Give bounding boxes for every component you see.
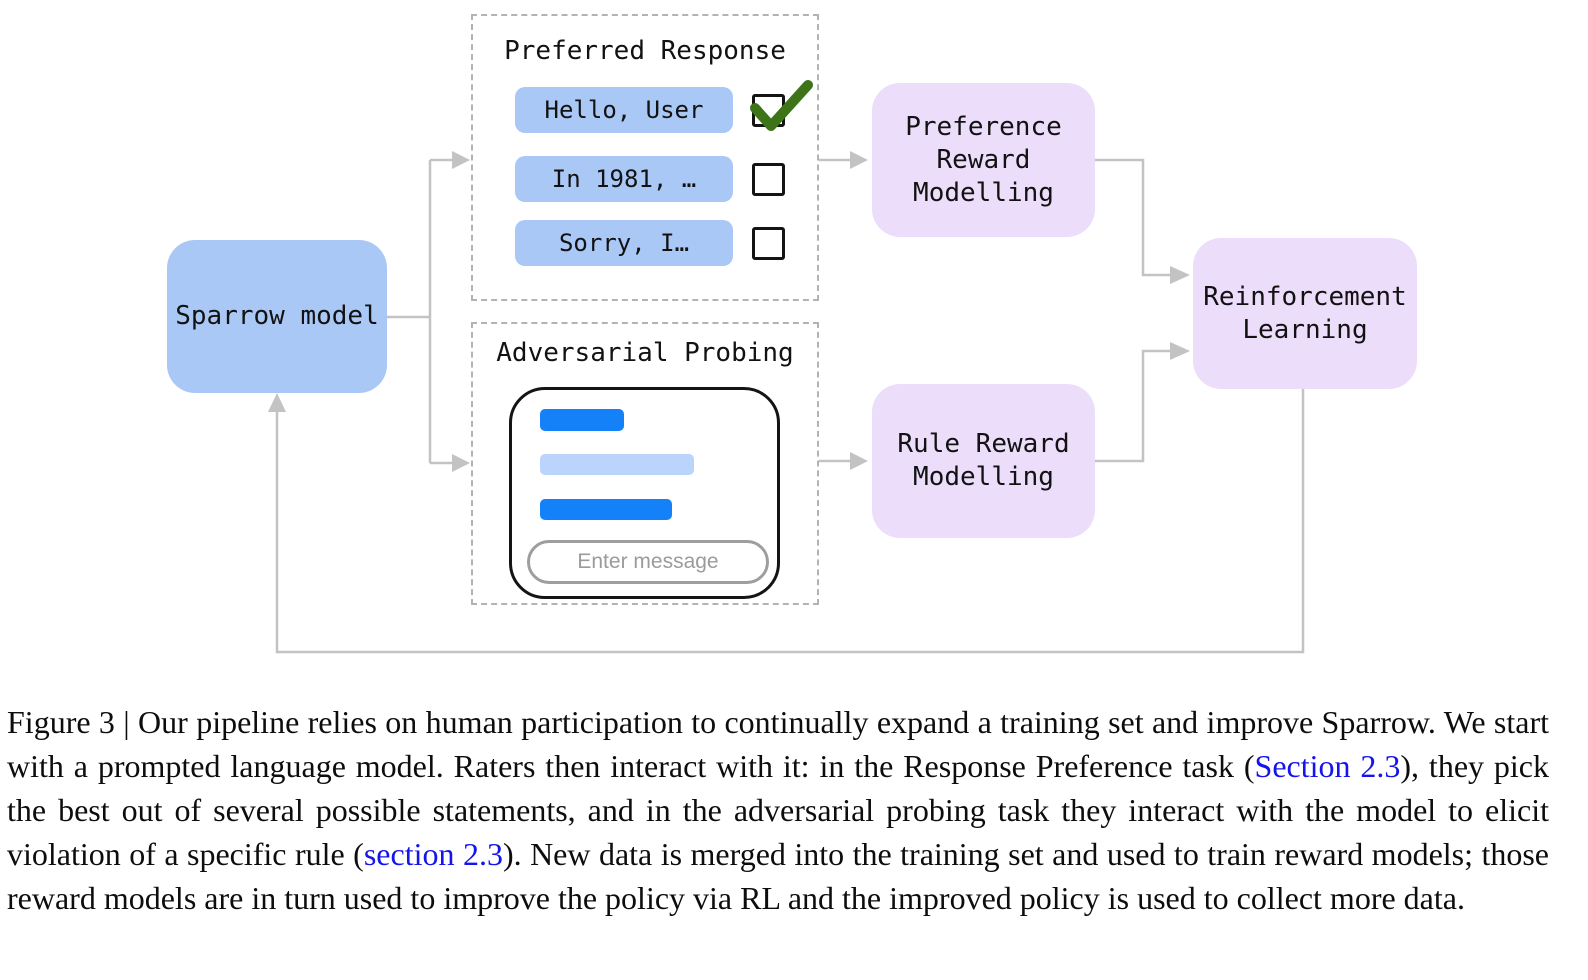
response-option-label: Sorry, I… <box>558 229 690 257</box>
response-option-pill[interactable]: Sorry, I… <box>515 220 733 266</box>
checkmark-icon <box>750 80 813 131</box>
chat-window: Enter message <box>509 387 780 599</box>
sparrow-model-label: Sparrow model <box>175 301 379 331</box>
pipeline-diagram: Sparrow model Preferred Response Hello, … <box>167 14 1417 654</box>
reinforcement-learning-box: Reinforcement Learning <box>1193 238 1417 389</box>
caption-text: ). New data is merged into the training … <box>7 836 1550 916</box>
response-option-row: Sorry, I… <box>515 220 785 266</box>
caption-text: Figure 3 | Our pipeline relies on human … <box>7 704 1549 784</box>
response-option-row: In 1981, … <box>515 156 785 202</box>
chat-message-bar <box>540 409 624 431</box>
rule-reward-modelling-label: Rule Reward Modelling <box>897 429 1070 492</box>
chat-message-bar <box>540 499 672 520</box>
chat-message-bar <box>540 454 694 475</box>
response-option-row: Hello, User <box>515 87 785 133</box>
preference-reward-modelling-label: Preference Reward Modelling <box>905 111 1062 208</box>
preference-reward-modelling-box: Preference Reward Modelling <box>872 83 1095 237</box>
connector-arrows <box>268 151 1305 654</box>
response-option-label: Hello, User <box>544 96 704 124</box>
caption-text: ), they pick the best out of several pos… <box>7 748 1550 872</box>
response-option-label: In 1981, … <box>551 165 697 193</box>
chat-input-placeholder: Enter message <box>577 550 719 573</box>
response-option-pill[interactable]: In 1981, … <box>515 156 733 202</box>
adversarial-probing-panel: Adversarial Probing Enter message <box>471 322 819 605</box>
response-option-pill[interactable]: Hello, User <box>515 87 733 133</box>
sparrow-model-box: Sparrow model <box>167 240 387 393</box>
preferred-response-title: Preferred Response <box>504 36 786 66</box>
section-link[interactable]: Section 2.3 <box>1254 748 1401 784</box>
figure-caption: Figure 3 | Our pipeline relies on human … <box>7 700 1549 920</box>
adversarial-probing-title: Adversarial Probing <box>496 338 794 368</box>
section-link[interactable]: section 2.3 <box>363 836 503 872</box>
response-checkbox[interactable] <box>752 162 785 196</box>
chat-message-input[interactable]: Enter message <box>527 540 769 584</box>
preferred-response-panel: Preferred Response Hello, User In 1981, … <box>471 14 819 301</box>
reinforcement-learning-label: Reinforcement Learning <box>1203 281 1407 345</box>
response-checkbox[interactable] <box>752 226 785 260</box>
rule-reward-modelling-box: Rule Reward Modelling <box>872 384 1095 538</box>
